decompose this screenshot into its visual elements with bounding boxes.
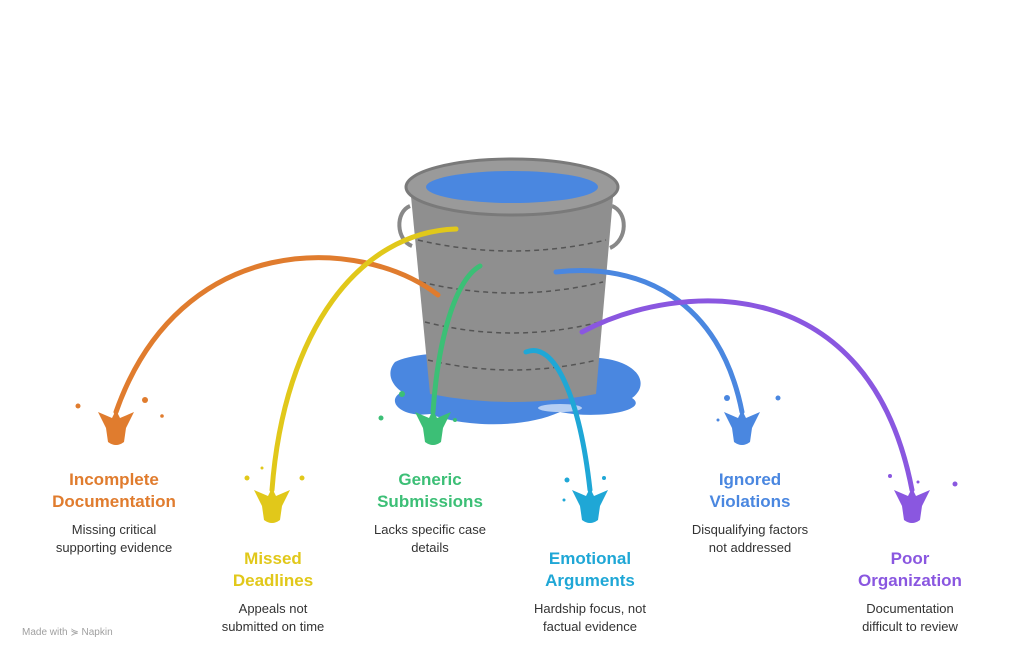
title-line-1: Ignored: [718, 470, 782, 489]
desc-line-2: details: [411, 540, 449, 555]
desc-line-1: Documentation: [866, 601, 954, 616]
bucket-handle: [397, 204, 413, 248]
desc-line-2: supporting evidence: [55, 540, 173, 555]
title-line-2: Submissions: [377, 492, 483, 511]
stream-emotional-arguments: [523, 348, 593, 493]
bucket-water: [426, 171, 598, 203]
title-line-1: Poor: [890, 549, 930, 568]
title-line-2: Violations: [709, 492, 791, 511]
item-description: Hardship focus, not factual evidence: [490, 600, 690, 636]
splash-incomplete-documentation: [75, 397, 164, 445]
title-line-1: Generic: [398, 470, 462, 489]
item-description: Lacks specific case details: [330, 521, 530, 557]
splash-poor-organization: [888, 474, 958, 523]
title-line-1: Incomplete: [69, 470, 159, 489]
stream-poor-organization: [579, 298, 915, 493]
item-description: Missing critical supporting evidence: [14, 521, 214, 557]
desc-line-2: submitted on time: [221, 619, 325, 634]
item-description: Documentation difficult to review: [810, 600, 1010, 636]
splash-emotional-arguments: [562, 476, 608, 523]
splash-ignored-violations: [716, 395, 781, 445]
stream-ignored-violations: [553, 268, 745, 415]
desc-line-1: Disqualifying factors: [691, 522, 809, 537]
made-with-napkin-footer: Made with ⋟ Napkin: [22, 627, 113, 638]
desc-line-2: not addressed: [708, 540, 792, 555]
splash-generic-submissions: [378, 391, 457, 445]
stream-missed-deadlines: [269, 226, 459, 493]
desc-line-2: factual evidence: [543, 619, 637, 634]
item-description: Disqualifying factors not addressed: [650, 521, 850, 557]
title-line-2: Organization: [858, 571, 962, 590]
title-line-1: Missed: [244, 549, 302, 568]
puddle-ripple: [538, 404, 582, 412]
desc-line-2: difficult to review: [862, 619, 958, 634]
title-line-2: Documentation: [52, 492, 176, 511]
desc-line-1: Hardship focus, not: [533, 601, 646, 616]
desc-line-1: Missing critical: [71, 522, 157, 537]
stream-incomplete-documentation: [113, 255, 441, 415]
desc-line-1: Appeals not: [238, 601, 308, 616]
bucket-body: [410, 186, 614, 402]
title-line-2: Deadlines: [232, 571, 314, 590]
item-description: Appeals not submitted on time: [173, 600, 373, 636]
stream-generic-submissions: [430, 263, 483, 415]
title-line-1: Emotional: [548, 549, 632, 568]
bucket-handle-right: [608, 204, 626, 250]
title-line-2: Arguments: [545, 571, 635, 590]
splash-missed-deadlines: [244, 466, 305, 523]
desc-line-1: Lacks specific case: [374, 522, 486, 537]
